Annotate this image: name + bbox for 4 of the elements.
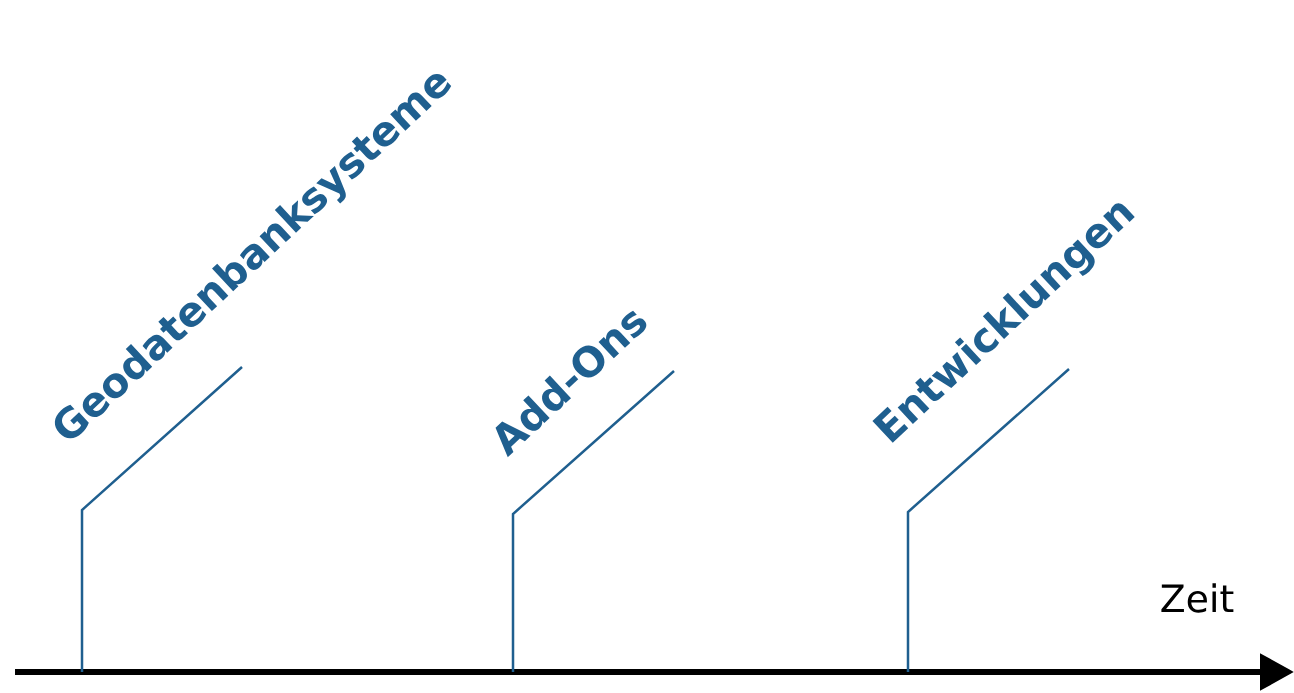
leader-line (511, 370, 675, 672)
axis-label: Zeit (1161, 583, 1234, 613)
leader-line (906, 368, 1070, 672)
leader-line (80, 366, 243, 672)
